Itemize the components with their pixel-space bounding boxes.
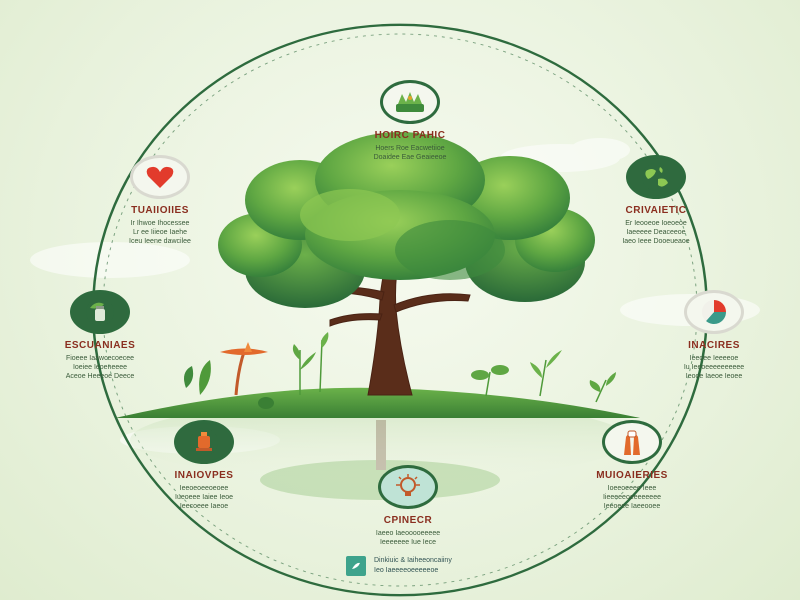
node-title: CRIVAIETIC [625, 205, 687, 216]
node-upper-left[interactable]: TUAIIOIIES Ir Ihwoe Ihocessee Lr ee Iiie… [80, 155, 240, 246]
crown-plant-icon [380, 80, 440, 124]
node-text-line: Ir Ihwoe Ihocessee [130, 220, 190, 227]
node-text-line: Iaeo Ieee Dooeueaoe [622, 238, 690, 245]
node-text-line: Ieooe Iaeoe Ieoee [685, 373, 743, 380]
node-title: CPINECR [383, 515, 433, 526]
lightbulb-icon [378, 465, 438, 509]
node-title: INACIRES [688, 340, 740, 351]
node-title: INAIOVPES [174, 470, 234, 481]
node-title: HOIRC PAHIC [374, 130, 446, 141]
ground-plants [184, 332, 616, 409]
node-text-line: Ieeeeeee Iue Iece [379, 539, 437, 546]
node-text-line: Iaeeeee Deaceeoe [626, 229, 686, 236]
node-text-line: Iueoeee Iaiee Ieoe [175, 494, 233, 501]
node-title: ESCUANIAES [64, 340, 136, 351]
node-text-line: Ioeiee Ieoeneeee [72, 364, 128, 371]
jar-icon [70, 290, 130, 334]
node-upper-right[interactable]: CRIVAIETIC Er Ieooeoe Ioeoeoe Iaeeeee De… [576, 155, 736, 246]
node-top[interactable]: HOIRC PAHIC Hoers Roe Eacwetiioe Doaidee… [330, 80, 490, 162]
hands-icon [602, 420, 662, 464]
node-title: MUIOAIERIES [596, 470, 668, 481]
robot-hand-icon [174, 420, 234, 464]
node-title: TUAIIOIIES [131, 205, 189, 216]
heart-icon [130, 155, 190, 199]
node-text-line: Er Ieooeoe Ioeoeoe [625, 220, 687, 227]
node-text-line: Ieeoeoeeoeoee [179, 485, 229, 492]
footer-line-1: Dinkiuic & Iaiheeoncaiiny [374, 557, 452, 564]
node-mid-right[interactable]: INACIRES Ieeoee Ieeeeoe Iu Ieeoeeeeeeeee… [634, 290, 794, 381]
footer-logo-icon [346, 556, 366, 576]
node-text-line: Iu Ieeoeeeeeeeeee [683, 364, 745, 371]
node-text-line: Iaeeo Iaeooooeeeee [375, 530, 441, 537]
node-lower-left[interactable]: INAIOVPES Ieeoeoeeoeoee Iueoeee Iaiee Ie… [124, 420, 284, 511]
node-mid-left[interactable]: ESCUANIAES Fioeee Iaawcecoecee Ioeiee Ie… [20, 290, 180, 381]
node-text-line: Hoers Roe Eacwetiioe [375, 145, 445, 152]
footer-line-2: Ieo Iaeeeeoeeeeeoe [374, 567, 439, 574]
tree-foliage [218, 132, 595, 308]
node-text-line: Iceu Ieene dawcilee [129, 238, 191, 245]
node-lower-right[interactable]: MUIOAIERIES Ioeeoeeee Ieee Iieeeeeoeeeee… [552, 420, 712, 511]
node-text-line: Aceoe Heeeoe Deece [65, 373, 135, 380]
node-text-line: Doaidee Eae Geaieeoe [373, 154, 447, 161]
node-text-line: Ioeeoeeee Ieee [607, 485, 657, 492]
node-text-line: Ieeoeee Iaeeooee [603, 503, 661, 510]
globe-icon [626, 155, 686, 199]
ground-reflection [130, 400, 630, 480]
footer: Dinkiuic & Iaiheeoncaiiny Ieo Iaeeeeoeee… [346, 556, 452, 576]
node-text-line: Iieeeeeoeeeeeeee [602, 494, 661, 501]
node-text-line: Fioeee Iaawcecoecee [65, 355, 135, 362]
node-bottom[interactable]: CPINECR Iaeeo Iaeooooeeeee Ieeeeeee Iue … [328, 465, 488, 547]
ground-hill [115, 387, 640, 418]
node-text-line: Ieeoee Ieeeeoe [689, 355, 739, 362]
node-text-line: Ieecoeee Iaeoe [179, 503, 229, 510]
node-text-line: Lr ee Iiieoe Iaehe [132, 229, 188, 236]
pie-chart-icon [684, 290, 744, 334]
